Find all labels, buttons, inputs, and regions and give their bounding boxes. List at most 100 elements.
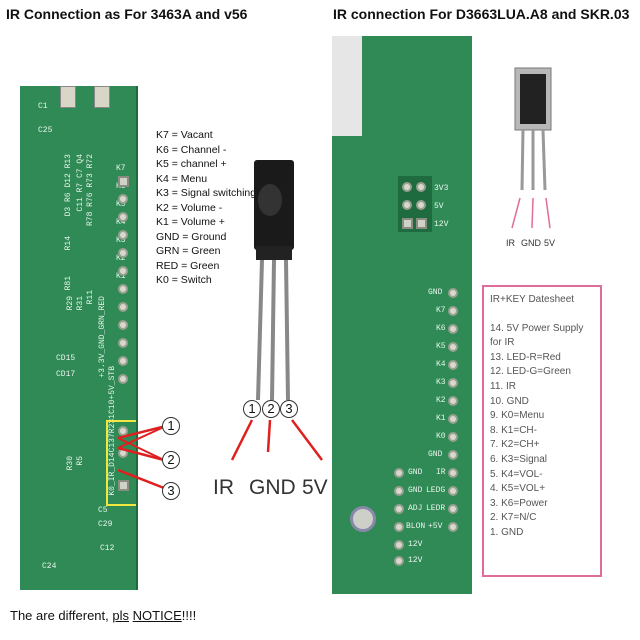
datasheet-item: 13. LED-R=Red — [490, 351, 561, 363]
header-pin — [118, 356, 128, 366]
silk-12v: 12V — [434, 220, 449, 229]
header-pin — [448, 396, 458, 406]
label-ir: IR — [213, 476, 234, 499]
mounting-hole — [350, 506, 376, 532]
header-pin — [416, 200, 426, 210]
header-pin — [448, 468, 458, 478]
key-mapping-list: K7 = Vacant K6 = Channel - K5 = channel … — [156, 128, 256, 288]
silk-c29: C29 — [98, 520, 113, 529]
left-pcb-connector-a — [60, 86, 76, 108]
silk-blon: BLON — [406, 522, 426, 531]
silk-k5: K5 — [436, 342, 446, 351]
header-pin — [416, 182, 426, 192]
silk-cd17: CD17 — [56, 370, 76, 379]
header-pin — [394, 540, 404, 550]
header-pin — [394, 522, 404, 532]
right-pcb-corner — [332, 36, 362, 136]
silk-12v-c: 12V — [408, 556, 423, 565]
header-pin — [118, 212, 128, 222]
notice-pls: pls — [112, 608, 129, 623]
header-pin — [118, 266, 128, 276]
silk-c12: C12 — [100, 544, 115, 553]
header-pin — [118, 320, 128, 330]
label-gnd: GND — [249, 476, 296, 499]
ir-pins-highlight — [106, 420, 136, 506]
mapping-item: K1 = Volume + — [156, 216, 225, 228]
small-label-gnd: GND — [521, 238, 541, 248]
mapping-item: GRN = Green — [156, 245, 221, 257]
header-pin — [448, 414, 458, 424]
right-title: IR connection For D3663LUA.A8 and SKR.03 — [333, 6, 630, 22]
datasheet-item: 12. LED-G=Green — [490, 366, 571, 378]
datasheet-item: 9. K0=Menu — [490, 410, 545, 422]
notice-suffix: !!!! — [181, 608, 197, 623]
silk-k4: K4 — [436, 360, 446, 369]
header-pin — [118, 230, 128, 240]
header-pin — [394, 486, 404, 496]
silk-k7: K7 — [116, 164, 126, 173]
ir-key-datasheet: IR+KEY Datesheet 14. 5V Power Supply for… — [482, 285, 602, 577]
header-pin — [118, 194, 128, 204]
silk-ledg: LEDG — [426, 486, 446, 495]
mapping-item: K7 = Vacant — [156, 129, 213, 141]
mapping-item: RED = Green — [156, 259, 220, 272]
header-pin — [416, 218, 427, 229]
header-pin — [448, 432, 458, 442]
datasheet-item: 11. IR — [490, 380, 516, 392]
header-pin — [448, 504, 458, 514]
header-pin — [118, 426, 128, 436]
silk-k6: K6 — [436, 324, 446, 333]
header-pin — [394, 468, 404, 478]
header-pin — [118, 248, 128, 258]
header-pin — [448, 342, 458, 352]
silk-5v-b: +5V — [428, 522, 443, 531]
sensor-pin-2: 2 — [262, 400, 280, 418]
mapping-item: K6 = Channel - — [156, 143, 227, 156]
header-pin — [448, 288, 458, 298]
silk-5v: 5V — [434, 202, 444, 211]
silk-c25: C25 — [38, 126, 53, 135]
silk-cd15: CD15 — [56, 354, 76, 363]
mapping-item: K5 = channel + — [156, 158, 227, 170]
silk-k2: K2 — [116, 254, 126, 263]
silk-gnd2: GND — [428, 450, 443, 459]
notice-text: The are different, pls NOTICE!!!! — [10, 608, 196, 623]
silk-12v-b: 12V — [408, 540, 423, 549]
silk-ir: IR — [436, 468, 446, 477]
sensor-pin-1: 1 — [243, 400, 261, 418]
silk-k0: K0 — [436, 432, 446, 441]
label-5v: 5V — [302, 476, 328, 499]
datasheet-item: 5. K4=VOL- — [490, 468, 543, 480]
header-pin — [448, 324, 458, 334]
header-pin — [118, 374, 128, 384]
header-pin — [402, 182, 412, 192]
silk-adj: ADJ — [408, 504, 423, 513]
header-pin — [448, 306, 458, 316]
silk-gnd3: GND — [408, 468, 423, 477]
callout-2: 2 — [162, 451, 180, 469]
silk-gnd: GND — [428, 288, 443, 297]
datasheet-item: 10. GND — [490, 395, 529, 407]
silk-k1: K1 — [116, 272, 126, 281]
datasheet-item: 2. K7=N/C — [490, 512, 537, 524]
mapping-item: GND = Ground — [156, 230, 227, 243]
header-pin — [448, 378, 458, 388]
datasheet-item: 6. K3=Signal — [490, 453, 547, 465]
header-pin — [402, 218, 413, 229]
header-pin — [448, 450, 458, 460]
sensor-pin-3: 3 — [280, 400, 298, 418]
header-pin — [118, 176, 129, 187]
mapping-item: K2 = Volume - — [156, 201, 223, 214]
silk-k3: K3 — [436, 378, 446, 387]
header-pin — [118, 302, 128, 312]
notice-prefix: The are different, — [10, 608, 113, 623]
silk-k7: K7 — [436, 306, 446, 315]
header-pin — [448, 522, 458, 532]
silk-k1: K1 — [436, 414, 446, 423]
datasheet-item: 14. 5V Power Supply for IR — [490, 322, 584, 349]
header-pin — [118, 480, 129, 491]
header-pin — [448, 360, 458, 370]
datasheet-item: 4. K5=VOL+ — [490, 483, 546, 495]
